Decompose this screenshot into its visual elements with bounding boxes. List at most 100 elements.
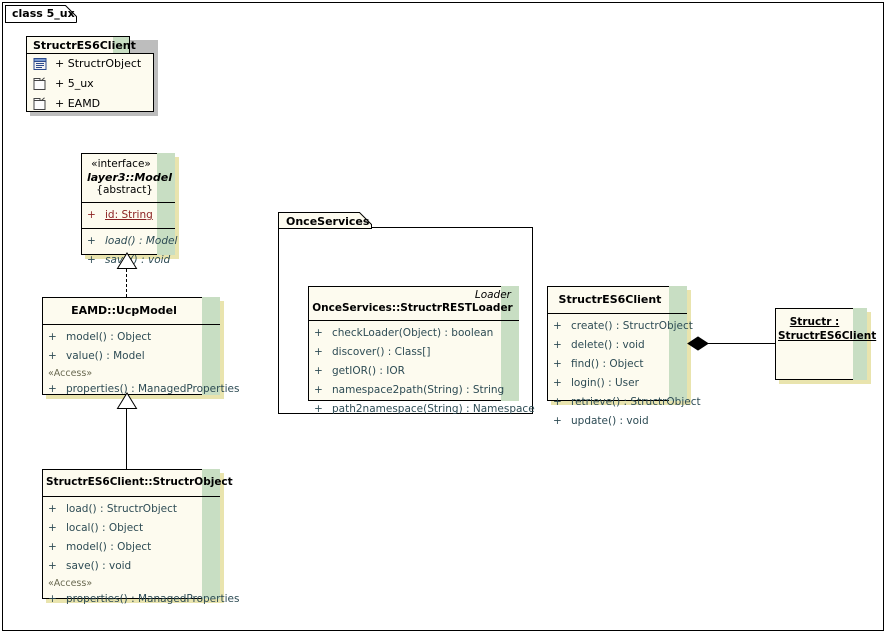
object-structr-instance[interactable]: Structr : StructrES6Client (775, 308, 876, 384)
operation-row[interactable]: + checkLoader(Object) : boolean (308, 324, 519, 343)
visibility-marker: + (553, 320, 562, 332)
operation-row[interactable]: +find() : Object (547, 355, 687, 374)
operation-label: load() : StructrObject (66, 503, 178, 515)
operation-label: create() : StructrObject (571, 320, 693, 332)
operation-row[interactable]: +retrieve() : StructrObject (547, 393, 701, 412)
operation-label: checkLoader(Object) : boolean (332, 327, 494, 339)
package-tab-shape (278, 212, 372, 229)
visibility-marker: + (48, 593, 57, 605)
operation-row[interactable]: +value() : Model (42, 347, 220, 366)
compartment-separator (308, 320, 519, 321)
operation-row[interactable]: +delete() : void (547, 336, 687, 355)
operation-row[interactable]: +update() : void (547, 412, 687, 431)
package-tab: OnceServices (278, 212, 372, 229)
namespace-tab: StructrES6Client (26, 36, 136, 54)
attribute-row[interactable]: + id: String (81, 206, 175, 225)
generalization-triangle-arrowhead (116, 392, 138, 409)
operation-row[interactable]: +save() : void (42, 557, 220, 576)
operation-label: properties() : ManagedProperties (66, 593, 240, 605)
visibility-marker: + (87, 209, 96, 221)
visibility-marker: + (314, 384, 323, 396)
namespace-node-structres6client[interactable]: + StructrObject + 5_ux + EAMD (26, 36, 158, 116)
class-eamd-ucpmodel[interactable]: EAMD::UcpModel + model() : Object +value(… (42, 297, 239, 399)
package-title: OnceServices (286, 215, 370, 228)
class-onceservices-structrrestloader[interactable]: Loader OnceServices::StructrRESTLoader +… (308, 286, 535, 415)
visibility-marker: + (48, 383, 57, 395)
operation-label: properties() : ManagedProperties (66, 383, 240, 395)
node-header: StructrES6Client::StructrObject (42, 469, 233, 496)
namespace-title: StructrES6Client (33, 39, 136, 52)
operation-row[interactable]: +getIOR() : IOR (308, 362, 519, 381)
operations-compartment: + create() : StructrObject +delete() : vo… (547, 314, 701, 434)
visibility-marker: + (553, 377, 562, 389)
operation-row[interactable]: +discover() : Class[] (308, 343, 519, 362)
green-accent (669, 286, 687, 401)
visibility-marker: + (87, 254, 96, 266)
green-accent (202, 469, 220, 599)
operations-compartment: + checkLoader(Object) : boolean +discover… (308, 321, 535, 422)
operation-label: model() : Object (66, 331, 152, 343)
visibility-marker: + (48, 541, 57, 553)
operation-row[interactable]: + create() : StructrObject (547, 317, 693, 336)
package-icon (33, 77, 46, 90)
operation-row[interactable]: +path2namespace(String) : Namespace (308, 400, 535, 419)
operation-row[interactable]: +load() : Model (81, 232, 177, 251)
frame-tab-label: class 5_ux (12, 7, 75, 20)
operation-row[interactable]: +namespace2path(String) : String (308, 381, 519, 400)
interface-layer3-model[interactable]: «interface» layer3::Model {abstract} + id… (81, 153, 179, 266)
namespace-item[interactable]: + 5_ux (27, 74, 153, 94)
visibility-marker: + (314, 327, 323, 339)
operation-label: login() : User (571, 377, 639, 389)
namespace-item-label: + EAMD (55, 97, 101, 110)
namespace-body: + StructrObject + 5_ux + EAMD (26, 53, 154, 112)
node-header: «interface» layer3::Model {abstract} (81, 153, 175, 202)
visibility-marker: + (87, 235, 96, 247)
visibility-marker: + (553, 396, 562, 408)
attribute-label: id: String (105, 209, 153, 221)
operation-label: local() : Object (66, 522, 144, 534)
connector-realization-ucpmodel-to-model[interactable] (126, 269, 127, 297)
class-name: OnceServices::StructrRESTLoader (312, 302, 513, 314)
visibility-marker: + (48, 350, 57, 362)
operation-row[interactable]: + load() : StructrObject (42, 500, 220, 519)
class-name: layer3::Model (87, 171, 172, 184)
operation-row[interactable]: + properties() : ManagedProperties (42, 380, 239, 399)
compartment-separator (42, 324, 220, 325)
visibility-marker: + (48, 503, 57, 515)
namespace-item-label: + 5_ux (55, 77, 94, 90)
namespace-item[interactable]: + StructrObject (27, 54, 153, 74)
operation-row[interactable]: + login() : User (547, 374, 687, 393)
class-structres6client[interactable]: StructrES6Client +create() : StructrObje… (547, 286, 701, 427)
visibility-marker: + (314, 403, 323, 415)
stereotype-label: Loader (474, 289, 511, 301)
node-header: Structr : StructrES6Client (775, 308, 876, 348)
green-accent (202, 297, 220, 395)
visibility-marker: + (314, 346, 323, 358)
connector-composition-structres6client-to-structr[interactable] (703, 343, 775, 344)
class-structres6client-structrobject[interactable]: StructrES6Client::StructrObject + load() … (42, 469, 239, 605)
node-header: EAMD::UcpModel (42, 297, 220, 324)
node-content: StructrES6Client::StructrObject + load() … (42, 469, 239, 605)
operation-row[interactable]: +model() : Object (42, 538, 220, 557)
access-stereotype-label: «Access» (48, 578, 93, 589)
visibility-marker: + (48, 331, 57, 343)
node-content: Loader OnceServices::StructrRESTLoader +… (308, 286, 535, 415)
operation-label: find() : Object (571, 358, 644, 370)
green-accent (113, 37, 129, 53)
node-content: Structr : StructrES6Client (775, 308, 876, 380)
namespace-item[interactable]: + EAMD (27, 94, 153, 114)
compartment-separator (547, 313, 687, 314)
operation-label: update() : void (571, 415, 649, 427)
operations-compartment: +model() : Object +value() : Model «Acce… (42, 325, 239, 402)
operation-label: save() : void (66, 560, 132, 572)
operation-row[interactable]: + model() : Object (42, 328, 220, 347)
node-box (308, 286, 519, 401)
node-header: Loader OnceServices::StructrRESTLoader (308, 286, 519, 320)
package-icon (33, 97, 46, 110)
object-name-line2: StructrES6Client (778, 330, 877, 342)
node-box (42, 297, 220, 395)
operation-row[interactable]: + properties() : ManagedProperties (42, 590, 239, 609)
connector-generalization-structrobject-to-ucpmodel[interactable] (126, 409, 127, 469)
class-name: StructrES6Client::StructrObject (46, 476, 233, 488)
operation-row[interactable]: +local() : Object (42, 519, 220, 538)
